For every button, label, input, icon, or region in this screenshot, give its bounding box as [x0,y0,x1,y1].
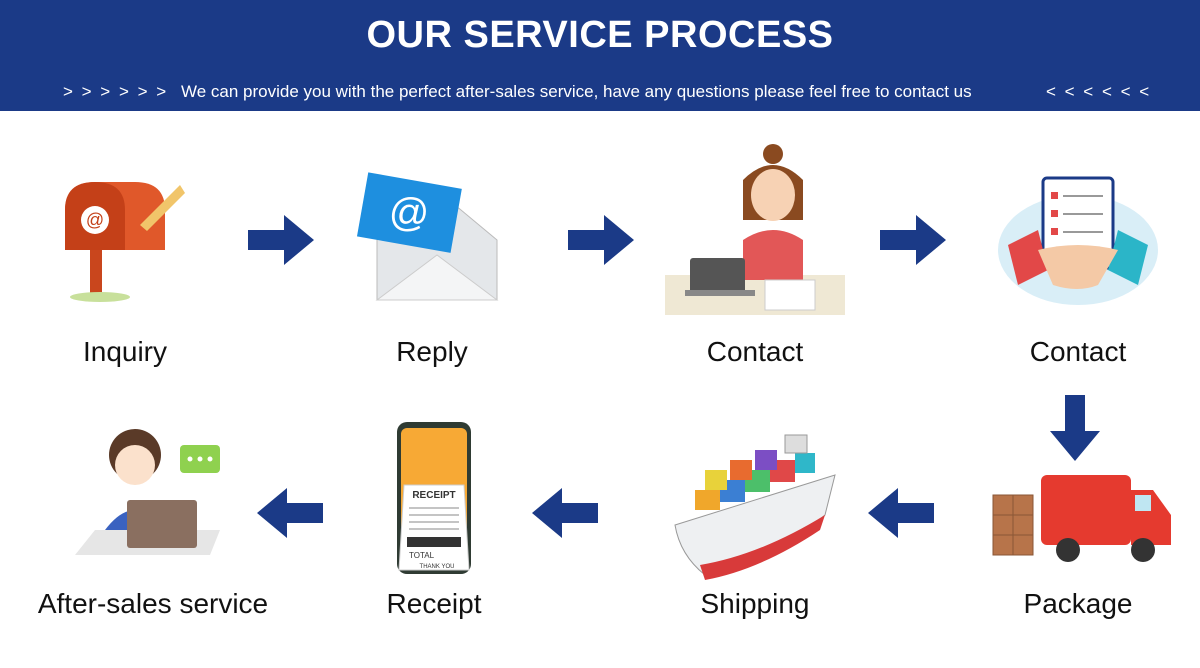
handshake-contract-icon [928,170,1200,310]
arrow-down-icon [1050,395,1100,461]
receipt-heading: RECEIPT [412,490,455,501]
step-label-package: Package [1023,588,1133,619]
arrow-right-icon [568,215,634,265]
step-label-after-sales: After-sales service [37,588,269,619]
subtitle: We can provide you with the perfect afte… [181,82,972,101]
step-label-inquiry: Inquiry [82,336,168,367]
delivery-truck-icon [928,470,1200,570]
arrow-left-icon [257,488,323,538]
arrow-left-icon [868,488,934,538]
receipt-total: TOTAL [409,551,435,560]
arrow-left-icon [532,488,598,538]
step-label-shipping: Shipping [700,588,810,619]
arrow-right-icon [248,215,314,265]
step-label-contact-2: Contact [1029,336,1127,367]
left-marks: > > > > > > [63,82,169,101]
page-title: OUR SERVICE PROCESS [366,14,834,56]
mailbox-icon: @ [0,165,275,305]
customer-service-icon [0,420,295,560]
step-label-contact-1: Contact [706,336,804,367]
svg-text:@: @ [86,210,104,230]
step-label-receipt: Receipt [386,588,482,619]
support-agent-icon [605,140,905,320]
header-banner: OUR SERVICE PROCESS > > > > > > We can p… [0,0,1200,111]
receipt-phone-icon: RECEIPT TOTAL THANK YOU [284,420,584,580]
svg-text:@: @ [389,191,430,235]
email-envelope-icon: @ [282,170,582,310]
cargo-ship-icon [605,415,905,585]
right-marks: < < < < < < [1046,82,1152,101]
receipt-thanks: THANK YOU [420,564,455,570]
step-label-reply: Reply [396,336,468,367]
arrow-right-icon [880,215,946,265]
